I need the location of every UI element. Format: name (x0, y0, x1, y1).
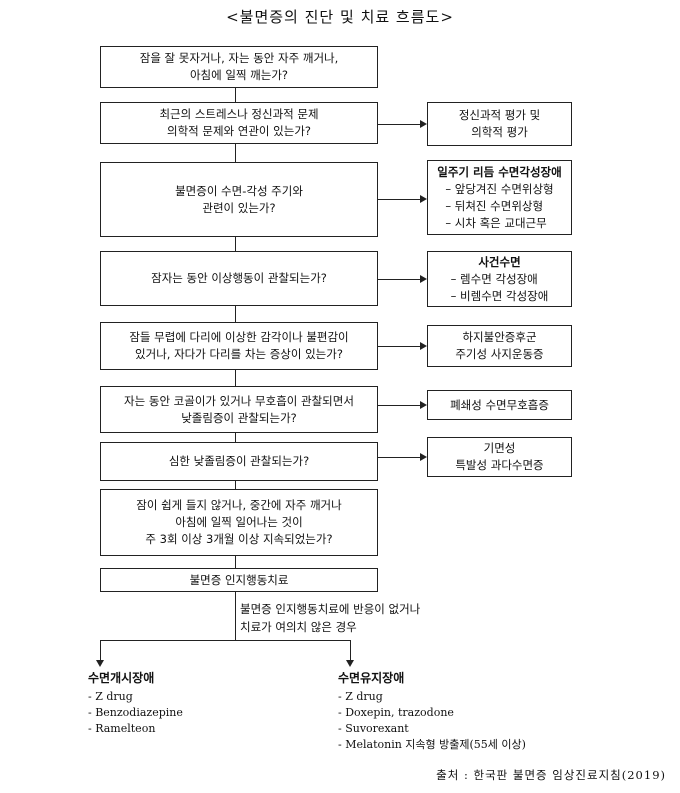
step-leg-symptoms: 잠들 무렵에 다리에 이상한 감각이나 불편감이 있거나, 자다가 다리를 차는… (100, 322, 378, 370)
outcome-heading: 일주기 리듬 수면각성장애 (437, 164, 562, 179)
outcome-circadian-disorder: 일주기 리듬 수면각성장애 – 앞당겨진 수면위상형 – 뒤쳐진 수면위상형 –… (427, 160, 572, 235)
arrow-right-icon (420, 195, 427, 203)
drug-item: - Z drug (88, 690, 133, 703)
connector-spine (235, 88, 236, 102)
connector-branch-left (100, 640, 101, 660)
connector (235, 237, 236, 251)
connector (235, 370, 236, 386)
step-circadian: 불면증이 수면-각성 주기와 관련이 있는가? (100, 162, 378, 237)
connector (235, 306, 236, 322)
maintenance-heading: 수면유지장애 (338, 671, 405, 685)
outcome-line: 주기성 사지운동증 (455, 347, 544, 361)
outcome-line: – 시차 혹은 교대근무 (445, 215, 547, 230)
connector-side (378, 457, 422, 458)
arrow-down-icon (346, 660, 354, 667)
outcome-rls-plmd: 하지불안증후군 주기성 사지운동증 (427, 325, 572, 367)
arrow-right-icon (420, 342, 427, 350)
connector-side (378, 124, 422, 125)
outcome-parasomnia: 사건수면 – 렘수면 각성장애 – 비렘수면 각성장애 (427, 251, 572, 307)
outcome-line: – 비렘수면 각성장애 (450, 288, 549, 303)
arrow-right-icon (420, 275, 427, 283)
page-title: <불면증의 진단 및 치료 흐름도> (226, 8, 454, 26)
source-citation: 출처 : 한국판 불면증 임상진료지침(2019) (436, 768, 666, 782)
connector (235, 592, 236, 640)
step-sleep-complaint: 잠을 잘 못자거나, 자는 동안 자주 깨거나, 아침에 일찍 깨는가? (100, 46, 378, 88)
arrow-right-icon (420, 120, 427, 128)
step-daytime-sleepiness: 심한 낮졸림증이 관찰되는가? (100, 442, 378, 481)
step-stress-medical: 최근의 스트레스나 정신과적 문제 의학적 문제와 연관이 있는가? (100, 102, 378, 144)
outcome-psychiatric-evaluation: 정신과적 평가 및 의학적 평가 (427, 102, 572, 146)
step-parasomnia: 잠자는 동안 이상행동이 관찰되는가? (100, 251, 378, 306)
connector-side (378, 346, 422, 347)
outcome-osa: 폐쇄성 수면무호흡증 (427, 390, 572, 420)
connector-side (378, 199, 422, 200)
connector-branch-horizontal (100, 640, 350, 641)
outcome-hypersomnia: 기면성 특발성 과다수면증 (427, 437, 572, 477)
outcome-line: 하지불안증후군 (462, 330, 537, 344)
drug-item: - Doxepin, trazodone (338, 706, 454, 719)
drug-item: - Melatonin 지속형 방출제(55세 이상) (338, 738, 526, 751)
branch-note: 불면증 인지행동치료에 반응이 없거나 치료가 여의치 않은 경우 (240, 602, 421, 634)
outcome-line: 의학적 평가 (471, 125, 528, 139)
maintenance-insomnia-drugs: 수면유지장애 - Z drug - Doxepin, trazodone - S… (338, 670, 526, 753)
connector (235, 433, 236, 442)
arrow-right-icon (420, 401, 427, 409)
drug-item: - Suvorexant (338, 722, 409, 735)
step-apnea: 자는 동안 코골이가 있거나 무호흡이 관찰되면서 낮졸림증이 관찰되는가? (100, 386, 378, 433)
connector-side (378, 405, 422, 406)
outcome-line: 폐쇄성 수면무호흡증 (450, 397, 549, 412)
outcome-line: – 뒤쳐진 수면위상형 (445, 198, 544, 213)
outcome-line: 기면성 (483, 441, 516, 455)
drug-item: - Z drug (338, 690, 383, 703)
onset-heading: 수면개시장애 (88, 671, 155, 685)
connector-side (378, 279, 422, 280)
outcome-line: – 렘수면 각성장애 (450, 271, 538, 286)
outcome-line: – 앞당겨진 수면위상형 (445, 181, 554, 196)
connector (235, 556, 236, 568)
arrow-right-icon (420, 453, 427, 461)
onset-insomnia-drugs: 수면개시장애 - Z drug - Benzodiazepine - Ramel… (88, 670, 183, 737)
connector-branch-right (350, 640, 351, 660)
arrow-down-icon (96, 660, 104, 667)
drug-item: - Ramelteon (88, 722, 156, 735)
drug-item: - Benzodiazepine (88, 706, 183, 719)
outcome-line: 정신과적 평가 및 (458, 108, 541, 122)
connector (235, 481, 236, 489)
step-chronic-insomnia: 잠이 쉽게 들지 않거나, 중간에 자주 깨거나 아침에 일찍 일어나는 것이 … (100, 489, 378, 556)
outcome-heading: 사건수면 (478, 254, 521, 269)
outcome-line: 특발성 과다수면증 (455, 458, 544, 472)
step-cbti: 불면증 인지행동치료 (100, 568, 378, 592)
connector (235, 142, 236, 162)
